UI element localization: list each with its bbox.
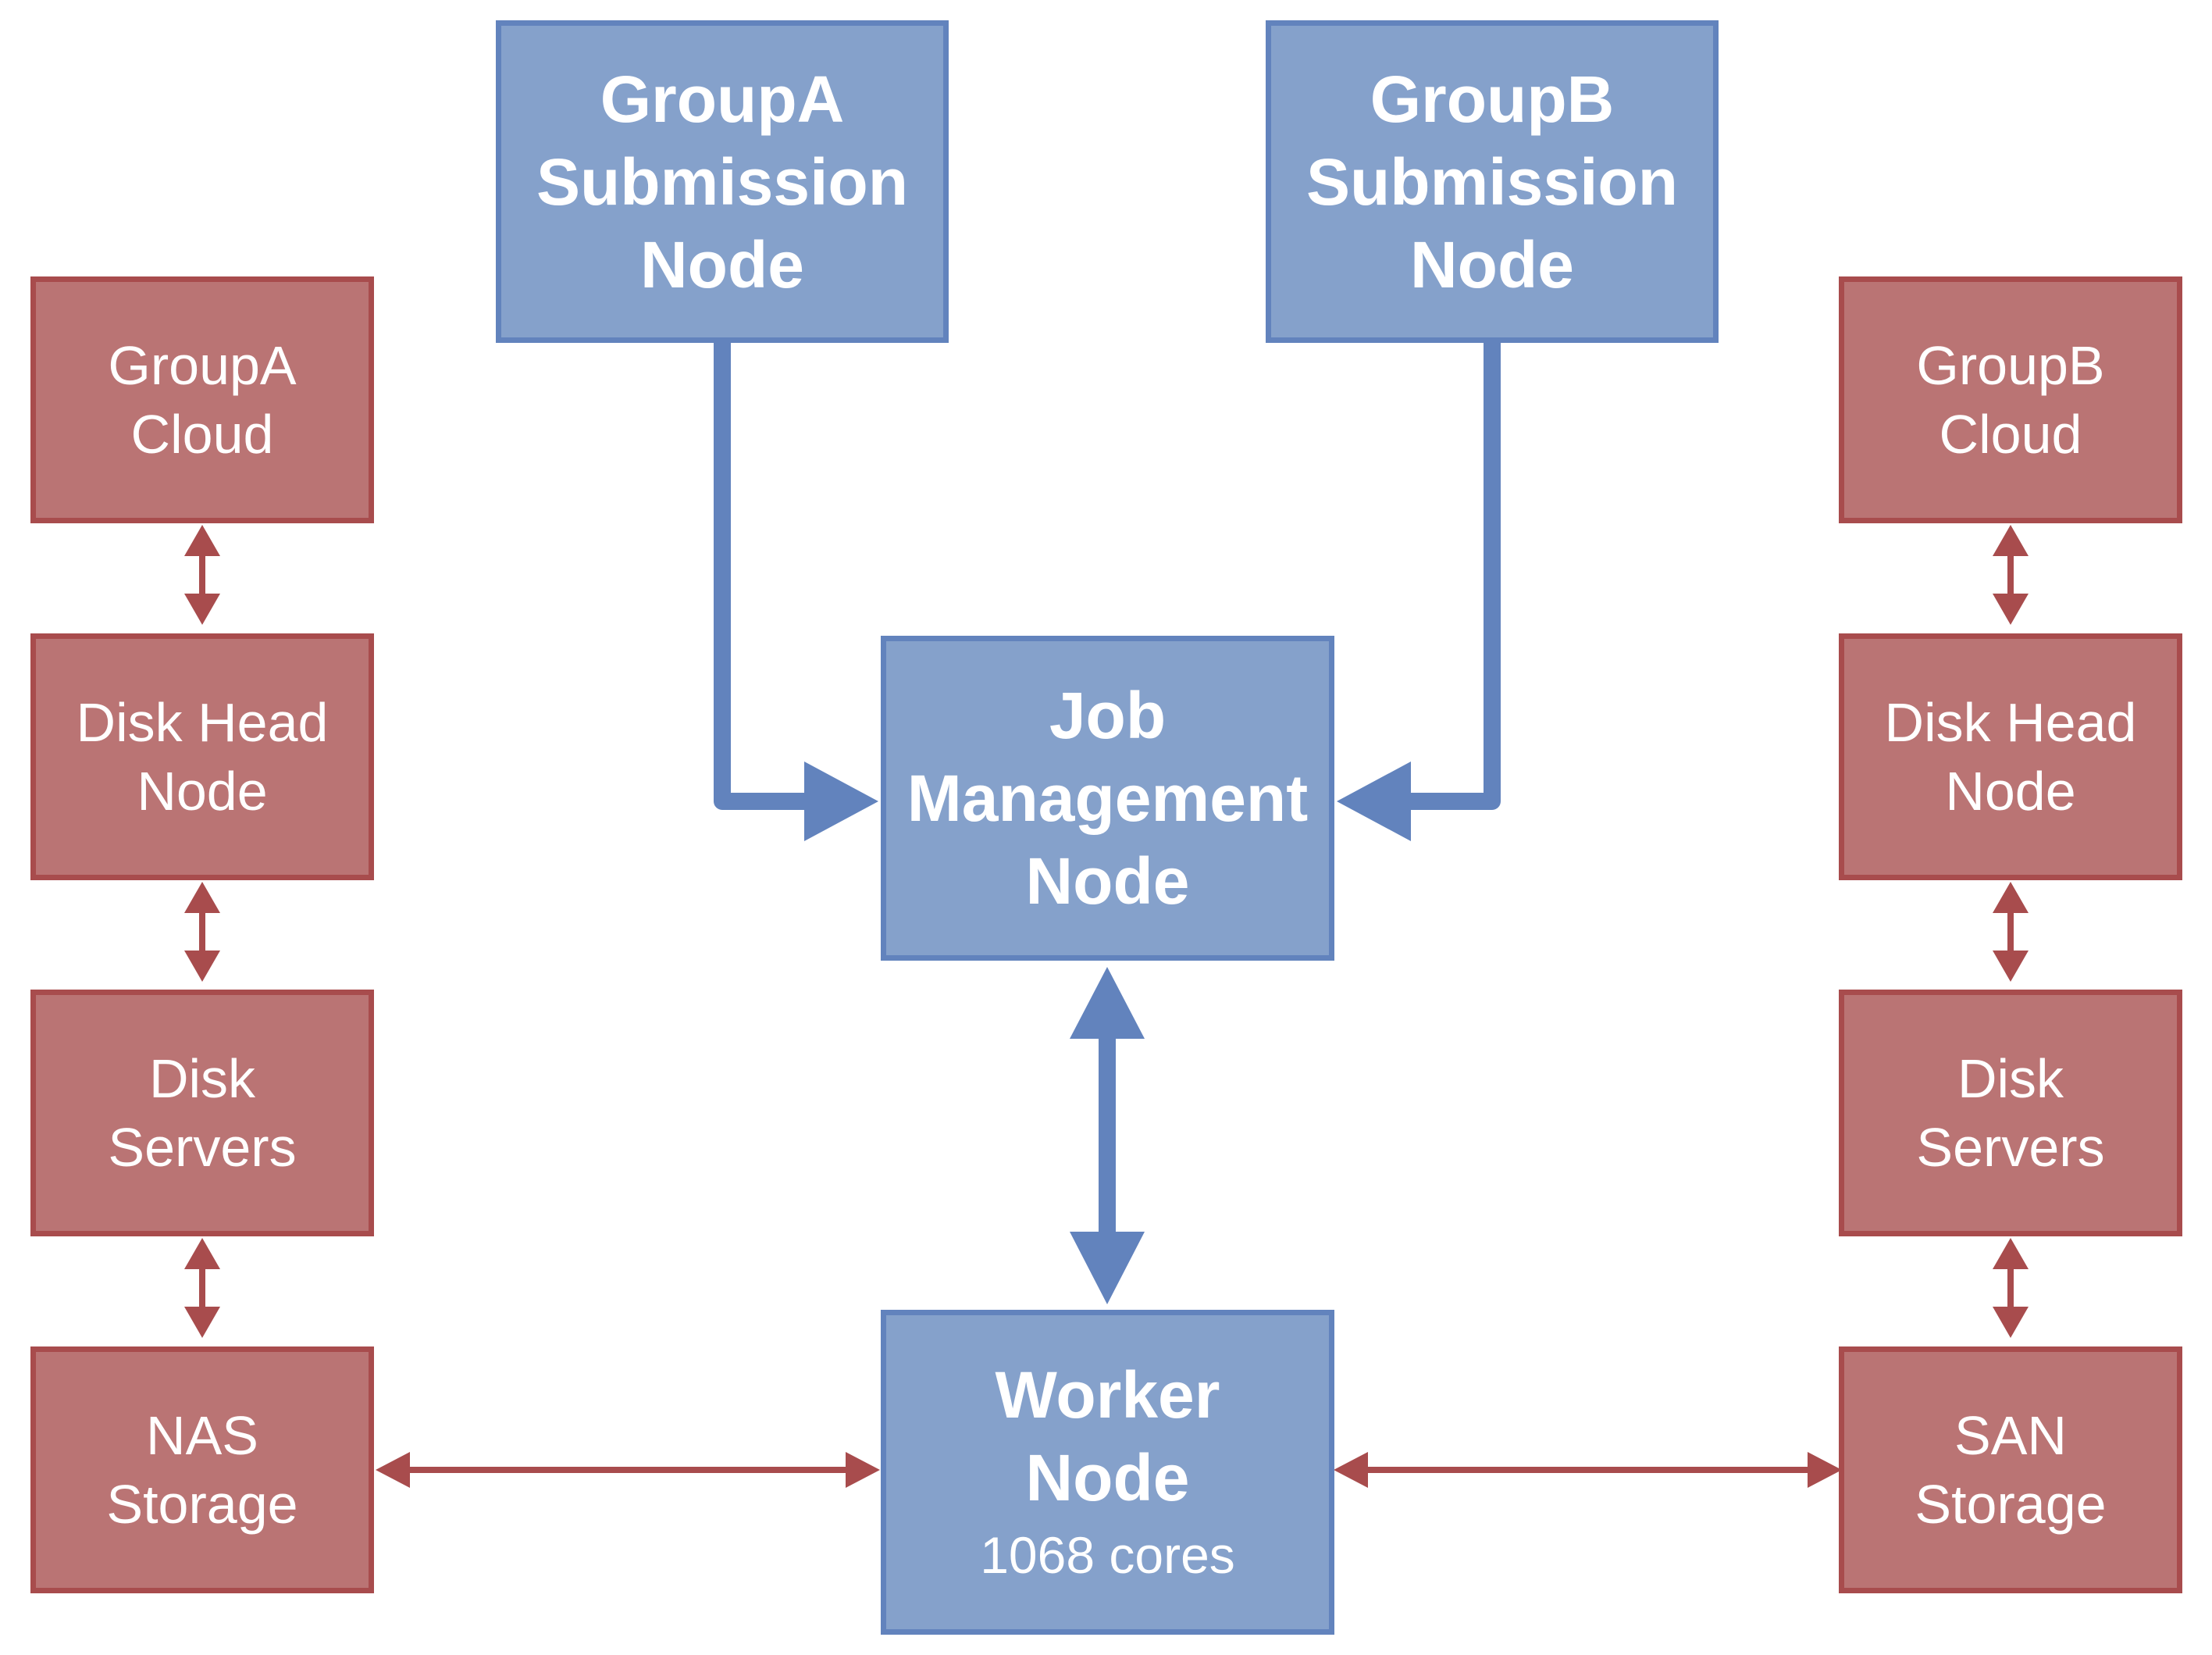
node-label: Cloud [1939, 404, 2082, 465]
groupb-cloud-node: GroupB Cloud [1839, 276, 2182, 523]
node-label: Node [1410, 227, 1574, 301]
groupa-submission-node: GroupA Submission Node [496, 20, 949, 343]
arrow-groupb-disk-head-disk-servers [1993, 882, 2029, 982]
arrow-job-management-worker [1070, 967, 1145, 1304]
node-label: Servers [108, 1117, 297, 1178]
worker-node: Worker Node 1068 cores [881, 1310, 1334, 1635]
node-label: GroupA [600, 62, 845, 136]
arrow-groupb-submission-to-job-management [1337, 342, 1501, 841]
arrow-groupb-cloud-disk-head [1993, 525, 2029, 625]
arrow-groupa-submission-to-job-management [714, 342, 878, 841]
node-label: Disk Head [76, 692, 329, 753]
arrow-nas-worker [376, 1452, 880, 1488]
arrow-groupa-cloud-disk-head [184, 525, 220, 625]
node-label: NAS [146, 1405, 258, 1466]
arrow-groupa-disk-servers-nas [184, 1238, 220, 1338]
node-label: Node [1025, 844, 1190, 918]
node-label: Disk Head [1884, 692, 2137, 753]
groupb-disk-servers-node: Disk Servers [1839, 990, 2182, 1236]
groupa-disk-servers-node: Disk Servers [30, 990, 374, 1236]
node-label: Servers [1916, 1117, 2105, 1178]
node-label: Disk [148, 1048, 256, 1109]
node-core-count: 1068 cores [980, 1526, 1235, 1584]
arrow-groupb-disk-servers-san [1993, 1238, 2029, 1338]
groupb-disk-head-node: Disk Head Node [1839, 633, 2182, 880]
node-label: Storage [106, 1474, 298, 1535]
arrow-groupa-disk-head-disk-servers [184, 882, 220, 982]
node-label: GroupB [1370, 62, 1615, 136]
node-label: Worker [995, 1358, 1220, 1432]
groupa-cloud-node: GroupA Cloud [30, 276, 374, 523]
groupb-submission-node: GroupB Submission Node [1266, 20, 1719, 343]
node-label: Node [1025, 1441, 1190, 1514]
san-storage-node: SAN Storage [1839, 1346, 2182, 1593]
node-label: Node [1945, 761, 2076, 822]
node-label: Storage [1915, 1474, 2107, 1535]
node-label: Node [640, 227, 804, 301]
groupa-disk-head-node: Disk Head Node [30, 633, 374, 880]
node-label: Submission [536, 144, 909, 219]
node-label: SAN [1954, 1405, 2067, 1466]
arrow-worker-san [1334, 1452, 1842, 1488]
node-label: Node [137, 761, 268, 822]
node-label: Submission [1305, 144, 1679, 219]
node-label: Job [1049, 679, 1167, 752]
node-label: Cloud [130, 404, 274, 465]
node-label: GroupB [1916, 335, 2105, 396]
node-label: GroupA [108, 335, 297, 396]
node-label: Disk [1957, 1048, 2064, 1109]
node-label: Management [907, 762, 1309, 835]
nas-storage-node: NAS Storage [30, 1346, 374, 1593]
job-management-node: Job Management Node [881, 636, 1334, 961]
